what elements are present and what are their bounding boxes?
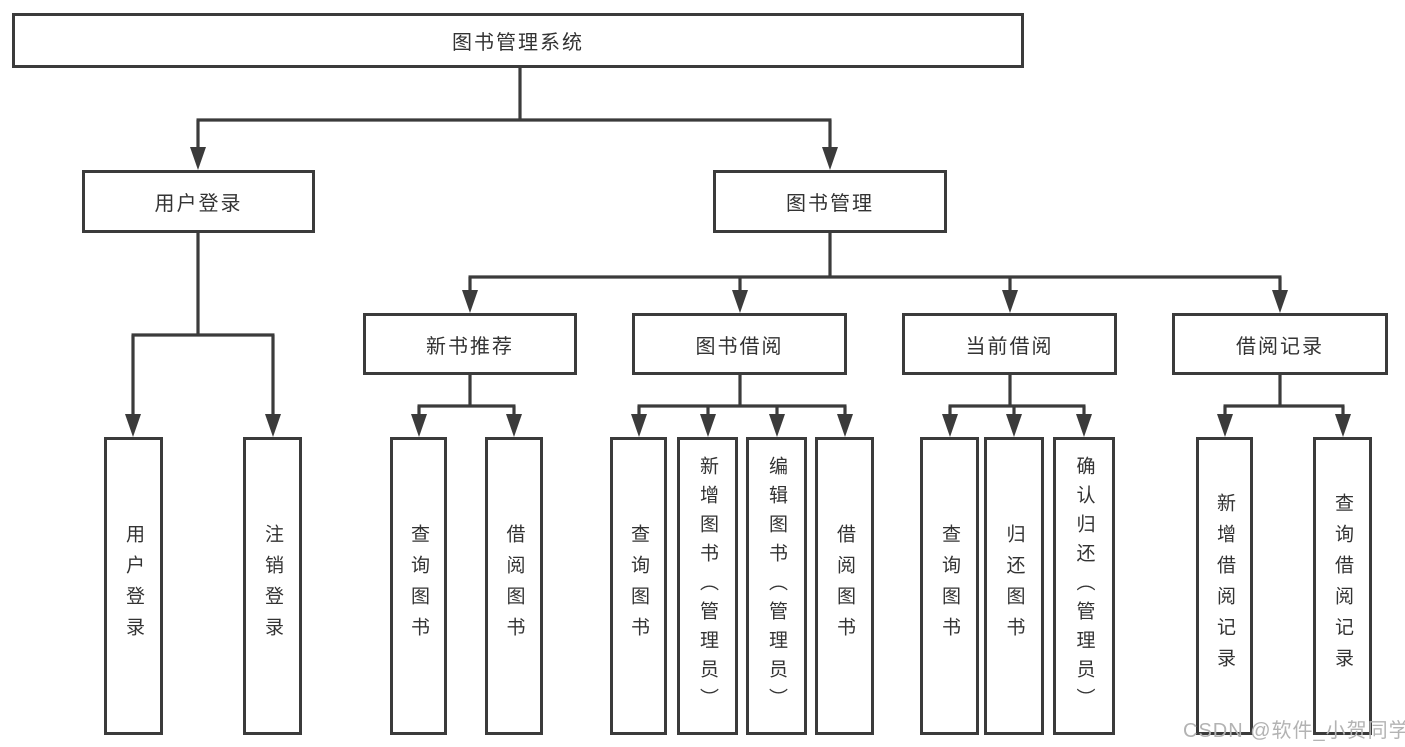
leaf-confirm-return-admin: 确认归还（管理员）	[1053, 437, 1115, 735]
leaf-add-borrow-record: 新增借阅记录	[1196, 437, 1253, 735]
connector-borrow-records-branch	[1217, 375, 1351, 437]
connector-user-login-branch	[125, 233, 281, 437]
leaf-query-books-borrow: 查询图书	[610, 437, 667, 735]
leaf-query-books-current: 查询图书	[920, 437, 979, 735]
node-library-management-system: 图书管理系统	[12, 13, 1024, 68]
leaf-query-books-recommend: 查询图书	[390, 437, 447, 735]
leaf-return-books: 归还图书	[984, 437, 1044, 735]
node-book-management: 图书管理	[713, 170, 947, 233]
connector-root-branch	[190, 68, 838, 170]
node-current-borrow: 当前借阅	[902, 313, 1117, 375]
node-book-borrow: 图书借阅	[632, 313, 847, 375]
node-new-book-recommend: 新书推荐	[363, 313, 577, 375]
connector-book-management-branch	[462, 233, 1288, 313]
leaf-borrow-books: 借阅图书	[815, 437, 874, 735]
leaf-user-login: 用户登录	[104, 437, 163, 735]
node-user-login: 用户登录	[82, 170, 315, 233]
leaf-borrow-books-recommend: 借阅图书	[485, 437, 543, 735]
connector-current-borrow-branch	[942, 375, 1092, 437]
leaf-logout: 注销登录	[243, 437, 302, 735]
node-borrow-records: 借阅记录	[1172, 313, 1388, 375]
connector-book-borrow-branch	[631, 375, 853, 437]
leaf-add-books-admin: 新增图书（管理员）	[677, 437, 738, 735]
csdn-watermark: CSDN @软件_小贺同学	[1183, 720, 1405, 742]
leaf-edit-books-admin: 编辑图书（管理员）	[746, 437, 807, 735]
connector-new-book-recommend-branch	[411, 375, 522, 437]
leaf-query-borrow-record: 查询借阅记录	[1313, 437, 1372, 735]
